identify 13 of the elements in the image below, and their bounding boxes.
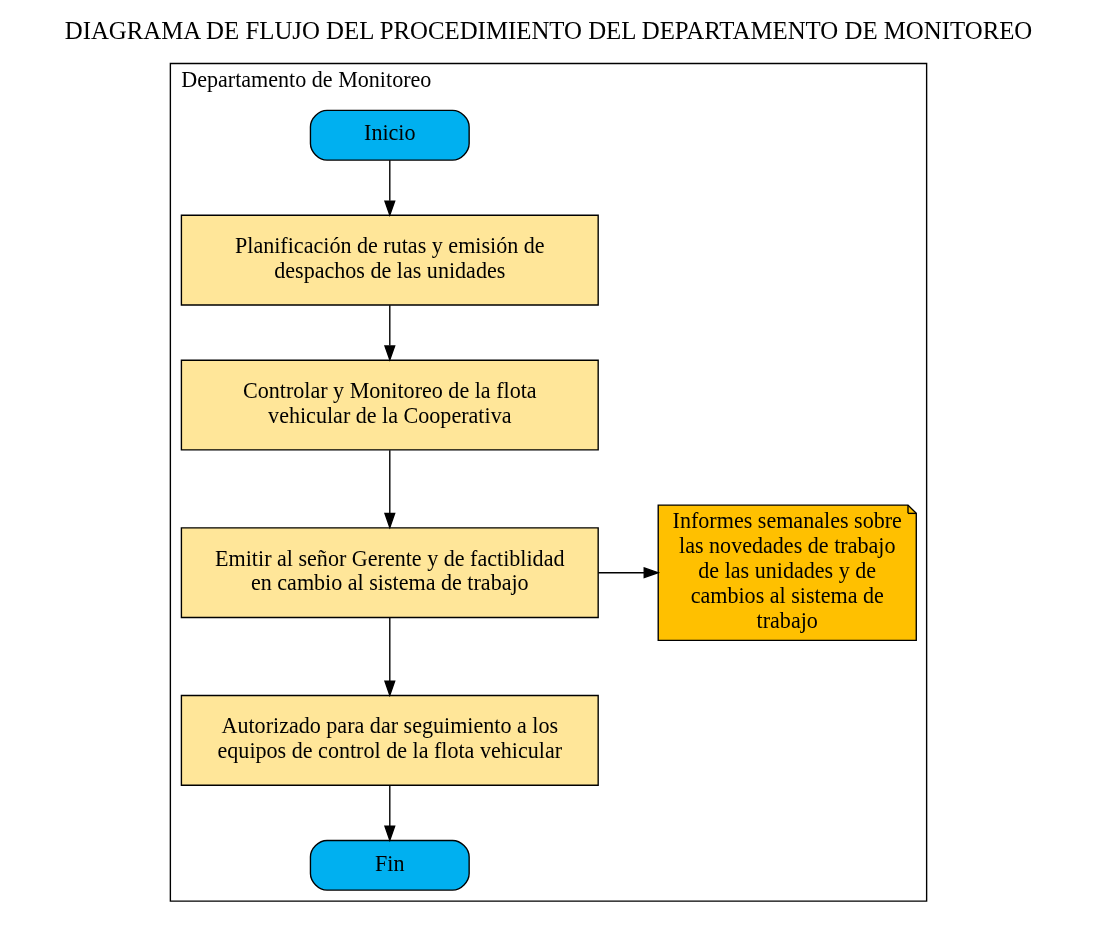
arrow — [384, 785, 396, 843]
node-box: Controlar y Monitoreo de la flota vehicular de la Cooperativa — [180, 359, 599, 451]
arrow — [597, 566, 661, 579]
arrow — [384, 304, 396, 362]
arrow — [384, 449, 396, 530]
arrow — [384, 159, 396, 218]
diagram-title: DIAGRAMA DE FLUJO DEL PROCEDIMIENTO DEL DEPARTAMENTO DE MONITOREO — [64, 17, 1033, 45]
node-box: Fin — [309, 839, 470, 891]
node-box: Planificación de rutas y emisión de despachos de las unidades — [180, 214, 599, 306]
arrow — [384, 617, 396, 698]
node-box: Emitir al señor Gerente y de factiblidad en cambio al sistema de trabajo — [180, 527, 599, 619]
node-box: Inicio — [309, 109, 470, 161]
node-box: Autorizado para dar seguimiento a los equipos de control de la flota vehicular — [180, 694, 599, 786]
